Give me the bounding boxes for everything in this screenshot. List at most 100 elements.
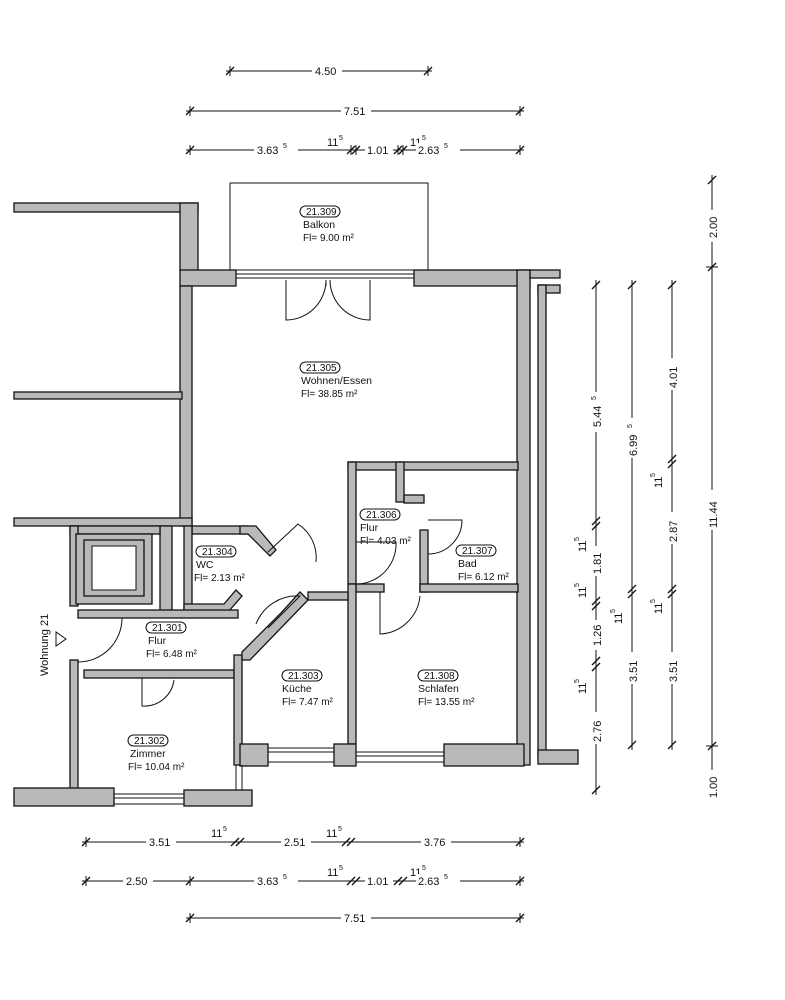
room-wc: 21.304 WC Fl= 2.13 m²	[194, 545, 246, 584]
svg-text:5: 5	[223, 826, 227, 833]
dim-right-4-01: 4.01	[668, 367, 680, 388]
svg-text:5: 5	[444, 143, 448, 150]
svg-text:11: 11	[653, 603, 665, 614]
dim-right-3-51b: 3.51	[668, 661, 680, 682]
svg-text:11: 11	[410, 867, 421, 879]
dim-top-11a: 11	[327, 137, 338, 149]
dim-bottom-7-51: 7.51	[344, 913, 365, 925]
dim-right-6-99: 6.99	[628, 435, 640, 456]
svg-text:Küche: Küche	[282, 683, 312, 695]
dim-right-11-44: 11.44	[708, 501, 720, 528]
dim-bottom-1-01: 1.01	[367, 876, 388, 888]
room-wohnen-essen: 21.305 Wohnen/Essen Fl= 38.85 m²	[299, 361, 372, 400]
svg-text:11: 11	[211, 828, 222, 840]
svg-text:5: 5	[591, 396, 598, 400]
svg-text:5: 5	[339, 135, 343, 142]
room-flur-301: 21.301 Flur Fl= 6.48 m²	[145, 621, 198, 660]
svg-text:Bad: Bad	[458, 558, 477, 570]
dim-top-7-51: 7.51	[344, 106, 365, 118]
dim-bottom-3-63: 3.63	[257, 876, 278, 888]
svg-text:5: 5	[283, 143, 287, 150]
right-dimension-labels: 5.44 5 11 5 1.81 11 5 1.26 11 5 2.76 6.9…	[574, 210, 720, 802]
walls	[13, 202, 579, 807]
svg-text:21.309: 21.309	[306, 207, 337, 218]
dim-right-2-00: 2.00	[708, 217, 720, 238]
bottom-dimension-labels: 3.51 11 5 2.51 11 5 3.76 2.50 3.63 5 11 …	[123, 826, 460, 925]
svg-text:Flur: Flur	[360, 522, 379, 534]
room-schlafen: 21.308 Schlafen Fl= 13.55 m²	[417, 669, 475, 708]
svg-text:11: 11	[577, 587, 589, 598]
svg-text:5: 5	[650, 473, 657, 477]
svg-text:Fl= 7.47 m²: Fl= 7.47 m²	[282, 697, 334, 708]
room-flur-306: 21.306 Flur Fl= 4.03 m²	[359, 508, 412, 547]
svg-text:21.308: 21.308	[424, 671, 455, 682]
svg-text:Wohnen/Essen: Wohnen/Essen	[301, 375, 372, 387]
svg-text:5: 5	[574, 679, 581, 683]
svg-text:21.305: 21.305	[306, 363, 337, 374]
svg-text:21.306: 21.306	[366, 510, 397, 521]
dim-bottom-3-76: 3.76	[424, 837, 445, 849]
dim-right-2-76: 2.76	[592, 721, 604, 742]
svg-text:5: 5	[339, 865, 343, 872]
svg-text:11: 11	[577, 683, 589, 694]
dim-top-1-01: 1.01	[367, 145, 388, 157]
svg-text:Zimmer: Zimmer	[130, 748, 166, 760]
svg-text:5: 5	[338, 826, 342, 833]
svg-text:5: 5	[610, 609, 617, 613]
entrance-arrow-icon	[55, 631, 67, 647]
dim-right-1-81: 1.81	[592, 553, 604, 574]
svg-text:5: 5	[422, 865, 426, 872]
svg-text:11: 11	[613, 613, 625, 624]
svg-text:21.301: 21.301	[152, 623, 183, 634]
svg-text:21.307: 21.307	[462, 546, 493, 557]
svg-text:5: 5	[574, 583, 581, 587]
room-bad: 21.307 Bad Fl= 6.12 m²	[455, 544, 510, 583]
svg-text:11: 11	[327, 867, 338, 879]
dim-top-3-63: 3.63	[257, 145, 278, 157]
svg-text:Schlafen: Schlafen	[418, 683, 459, 695]
dim-bottom-2-63: 2.63	[418, 876, 439, 888]
svg-text:Fl= 10.04 m²: Fl= 10.04 m²	[128, 762, 185, 773]
svg-text:Fl= 38.85 m²: Fl= 38.85 m²	[301, 389, 358, 400]
top-dimension-labels: 4.50 7.51 3.63 5 11 5 1.01 11 5 2.63 5	[254, 64, 460, 157]
room-zimmer: 21.302 Zimmer Fl= 10.04 m²	[127, 734, 185, 773]
svg-text:5: 5	[444, 874, 448, 881]
dim-bottom-2-51: 2.51	[284, 837, 305, 849]
svg-text:21.304: 21.304	[202, 547, 233, 558]
svg-text:5: 5	[283, 874, 287, 881]
svg-text:11: 11	[653, 477, 665, 488]
dim-right-3-51a: 3.51	[628, 661, 640, 682]
svg-text:Flur: Flur	[148, 635, 167, 647]
dim-right-1-26: 1.26	[592, 625, 604, 646]
svg-text:21.303: 21.303	[288, 671, 319, 682]
dim-right-1-00: 1.00	[708, 777, 720, 798]
doors[interactable]	[77, 279, 463, 707]
dim-right-5-44: 5.44	[592, 406, 604, 427]
room-kueche: 21.303 Küche Fl= 7.47 m²	[281, 669, 334, 708]
windows	[114, 747, 444, 805]
svg-text:Fl= 9.00 m²: Fl= 9.00 m²	[303, 233, 355, 244]
svg-text:Fl= 2.13 m²: Fl= 2.13 m²	[194, 573, 246, 584]
svg-text:5: 5	[627, 424, 634, 428]
svg-text:5: 5	[574, 537, 581, 541]
dim-top-2-63: 2.63	[418, 145, 439, 157]
dim-bottom-3-51: 3.51	[149, 837, 170, 849]
svg-text:5: 5	[650, 599, 657, 603]
svg-text:Fl= 6.48 m²: Fl= 6.48 m²	[146, 649, 198, 660]
svg-text:WC: WC	[196, 559, 214, 571]
entrance-label: Wohnung 21	[39, 614, 51, 676]
svg-text:Balkon: Balkon	[303, 219, 335, 231]
dim-right-2-87: 2.87	[668, 521, 680, 542]
room-balkon: 21.309 Balkon Fl= 9.00 m²	[299, 205, 355, 244]
balcony	[229, 182, 429, 279]
svg-text:Fl= 13.55 m²: Fl= 13.55 m²	[418, 697, 475, 708]
svg-text:5: 5	[422, 135, 426, 142]
dim-top-11b: 11	[410, 137, 421, 149]
svg-text:11: 11	[577, 541, 589, 552]
dim-bottom-2-50: 2.50	[126, 876, 147, 888]
room-labels: 21.309 Balkon Fl= 9.00 m² 21.305 Wohnen/…	[127, 205, 510, 773]
svg-text:Fl= 6.12 m²: Fl= 6.12 m²	[458, 572, 510, 583]
svg-text:Fl= 4.03 m²: Fl= 4.03 m²	[360, 536, 412, 547]
svg-text:11: 11	[326, 828, 337, 840]
